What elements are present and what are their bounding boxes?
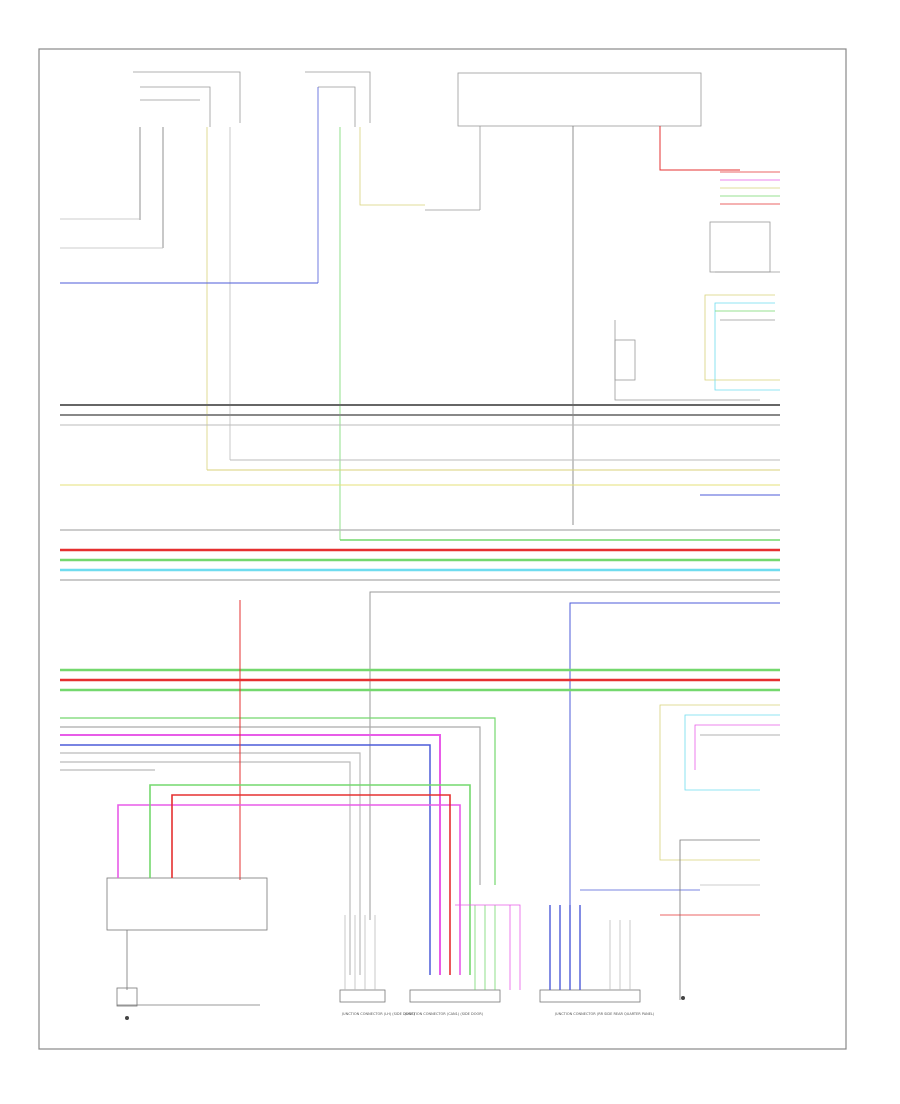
top-left-component [133,71,241,470]
top-center-component [457,72,702,127]
ground-marker-right [681,996,685,1000]
diagram-frame [38,48,847,1050]
junction-connector-rr-label: JUNCTION CONNECTOR (RR SIDE REAR QUARTER… [554,1012,655,1016]
junction-connector-lh [339,915,386,1003]
right-connector-1 [709,171,780,273]
ground-marker-left [125,1016,129,1020]
bottom-left-component [106,784,471,1007]
right-lower-component [659,704,780,1000]
junction-connector-lh-label: JUNCTION CONNECTOR (LH) (SIDE DOOR) [341,1012,416,1016]
bus-group-4 [60,717,496,975]
top-left-component-2 [305,71,425,540]
junction-connector-can [409,904,521,1003]
bus-group-2 [60,529,780,920]
bus-group-1 [60,404,780,416]
bus-group-3 [60,668,780,692]
junction-connector-can-label: JUNCTION CONNECTOR (CAN1) (SIDE DOOR) [404,1012,484,1016]
junction-connector-rr [539,889,700,1003]
right-connector-2 [614,294,780,401]
